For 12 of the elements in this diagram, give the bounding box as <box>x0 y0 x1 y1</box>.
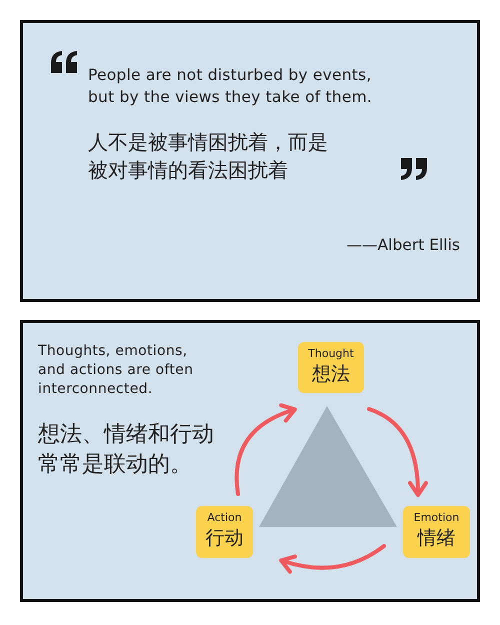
triangle-shape <box>259 406 397 527</box>
attribution: ——Albert Ellis <box>346 236 460 254</box>
label-box: Action 行动 <box>196 506 253 558</box>
label-box: Thought 想法 <box>298 342 364 393</box>
arrow <box>367 407 428 497</box>
description-text: Thoughts, emotions, and actions are often interconnected. <box>38 342 194 399</box>
quote-text: People are not disturbed by events, but by the views they take of them. <box>88 65 373 108</box>
arrow <box>279 544 386 574</box>
arrow <box>234 404 297 496</box>
description-text: 想法、情绪和行动常常是联动的。 <box>38 421 215 479</box>
quote-text: 人不是被事情困扰着，而是被对事情的看法困扰着 <box>88 129 329 184</box>
label-box: Emotion 情绪 <box>403 506 470 558</box>
